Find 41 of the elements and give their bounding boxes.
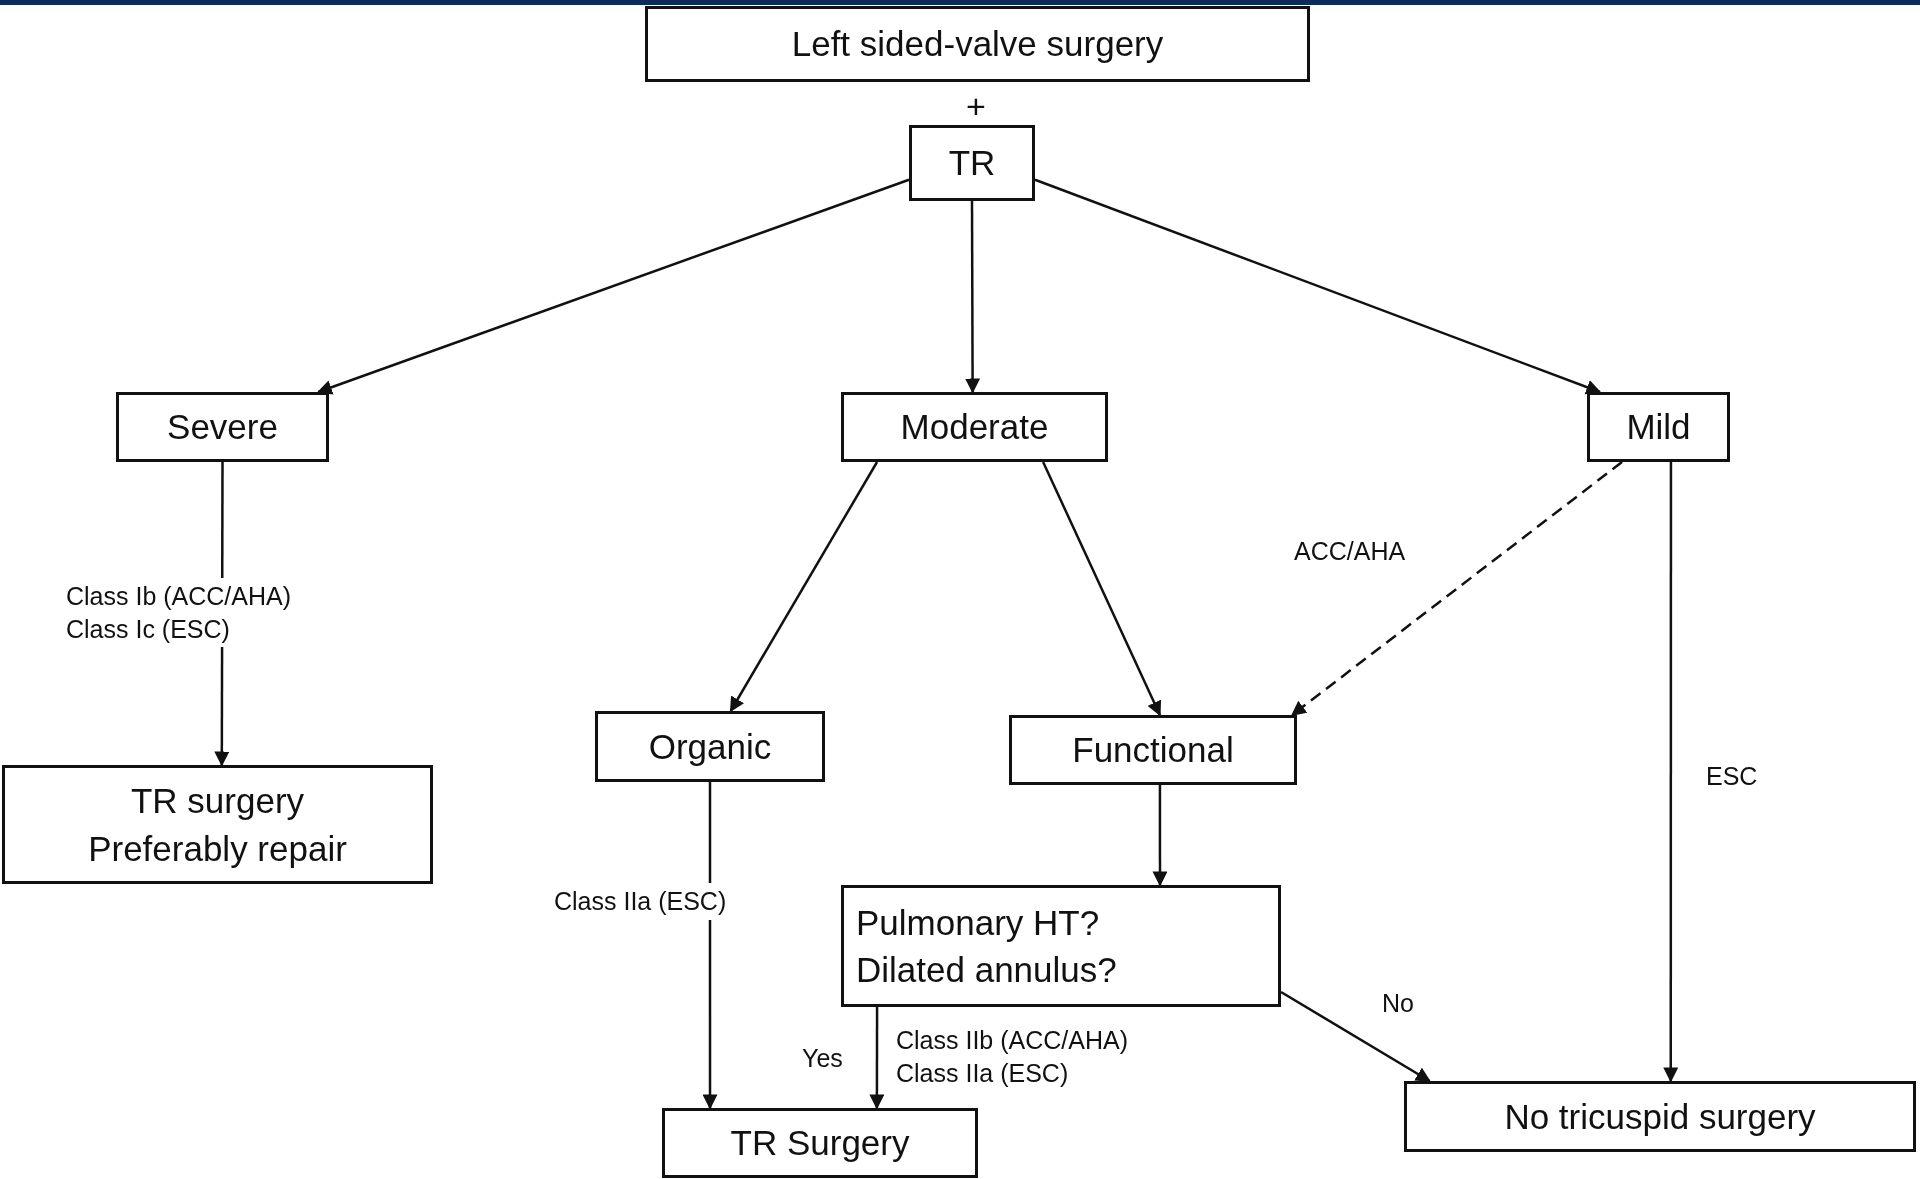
process-box — [909, 125, 1035, 201]
process-box — [2, 765, 433, 884]
box-text: No tricuspid surgery — [1504, 1095, 1816, 1138]
box-text: Functional — [1072, 729, 1234, 772]
arrow — [965, 201, 981, 394]
process-box — [645, 6, 1310, 82]
box-text: Severe — [167, 406, 278, 449]
box-text: TR surgery — [130, 780, 305, 823]
dashed-arrow — [1290, 461, 1623, 716]
process-box — [1587, 392, 1730, 462]
process-box — [595, 711, 825, 782]
box-text: Mild — [1626, 406, 1691, 449]
arrow — [1280, 990, 1431, 1083]
box-text: Preferably repair — [88, 827, 347, 870]
box-text: Pulmonary HT? — [856, 901, 1100, 944]
edge-label: No — [1381, 988, 1415, 1019]
edge-label: ACC/AHA — [1293, 536, 1407, 567]
arrow — [1152, 785, 1168, 887]
process-box — [841, 885, 1281, 1007]
box-text: Dilated annulus? — [856, 949, 1117, 991]
arrow — [1042, 461, 1162, 717]
box-text: Organic — [648, 725, 772, 768]
process-box — [662, 1108, 978, 1178]
arrow — [1663, 462, 1679, 1083]
arrow — [702, 782, 718, 1110]
box-text: Moderate — [900, 406, 1049, 449]
arrow — [729, 461, 879, 713]
edge-label: Yes — [801, 1043, 844, 1074]
box-text: TR Surgery — [730, 1122, 910, 1165]
process-box — [841, 392, 1108, 462]
process-box — [1009, 715, 1297, 785]
box-text: TR — [948, 142, 996, 185]
arrow — [1034, 178, 1602, 395]
edge-label: ESC — [1705, 761, 1759, 792]
note-text: Class IIb (ACC/AHA) Class IIa (ESC) — [896, 1025, 1129, 1089]
arrow — [316, 178, 910, 395]
arrow — [869, 1007, 885, 1110]
plus-sign: + — [966, 86, 986, 127]
box-text: Left sided-valve surgery — [791, 23, 1164, 66]
process-box — [1404, 1081, 1916, 1152]
process-box — [116, 392, 329, 462]
